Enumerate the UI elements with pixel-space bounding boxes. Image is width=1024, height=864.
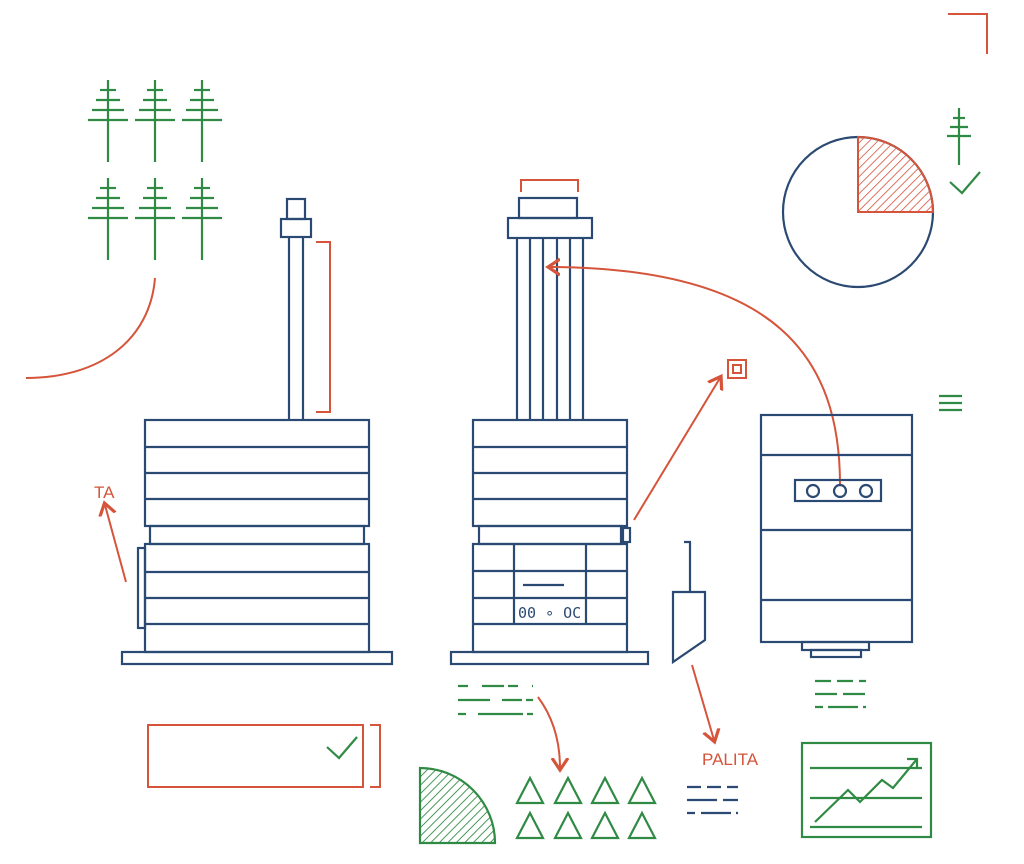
tree-icon	[88, 80, 128, 162]
target-square-inner	[732, 364, 742, 374]
triangle-icon	[553, 810, 583, 840]
dash-lines	[458, 684, 533, 716]
tree-icon	[86, 176, 130, 262]
arrow	[691, 664, 714, 740]
confirm-box	[147, 724, 364, 788]
pie-chart	[781, 135, 935, 289]
dash-lines	[687, 785, 738, 815]
dash-lines	[815, 679, 866, 709]
label-ta: TA	[94, 483, 115, 502]
triangle-icon	[627, 775, 657, 805]
tree-icon	[133, 78, 177, 164]
triangle-icon	[553, 775, 583, 805]
center-machine	[449, 196, 650, 666]
check-icon	[326, 736, 358, 760]
triangle-icon	[590, 810, 620, 840]
arrow	[633, 378, 720, 521]
right-cabinet	[759, 413, 914, 659]
arrow	[537, 696, 560, 768]
tree-icon	[180, 78, 224, 164]
tree-icon	[133, 176, 177, 262]
box-bracket	[370, 724, 381, 788]
triangle-icon	[627, 810, 657, 840]
line-chart-icon	[800, 741, 933, 839]
triangle-grid	[515, 775, 657, 840]
triangle-icon	[590, 775, 620, 805]
corner-bracket	[948, 13, 988, 54]
curved-arrow	[550, 267, 841, 486]
quarter-circle-hatched	[418, 766, 497, 845]
triangle-icon	[515, 775, 545, 805]
left-machine	[120, 197, 394, 666]
triangle-icon	[515, 810, 545, 840]
menu-icon	[939, 394, 962, 412]
check-icon	[949, 171, 981, 195]
arrow	[105, 505, 127, 583]
tree-icon	[180, 176, 224, 262]
shovel-icon	[671, 540, 707, 665]
label-palita: PALITA	[702, 750, 759, 769]
target-square	[727, 359, 747, 379]
control-panel-readout: 00 ∘ OC	[518, 604, 581, 622]
curved-line	[25, 277, 156, 379]
small-tree-icon	[947, 108, 971, 165]
pie-slice-highlighted	[857, 135, 935, 213]
tree-grid	[86, 78, 224, 262]
top-bracket	[520, 179, 579, 192]
height-bracket	[316, 241, 331, 413]
